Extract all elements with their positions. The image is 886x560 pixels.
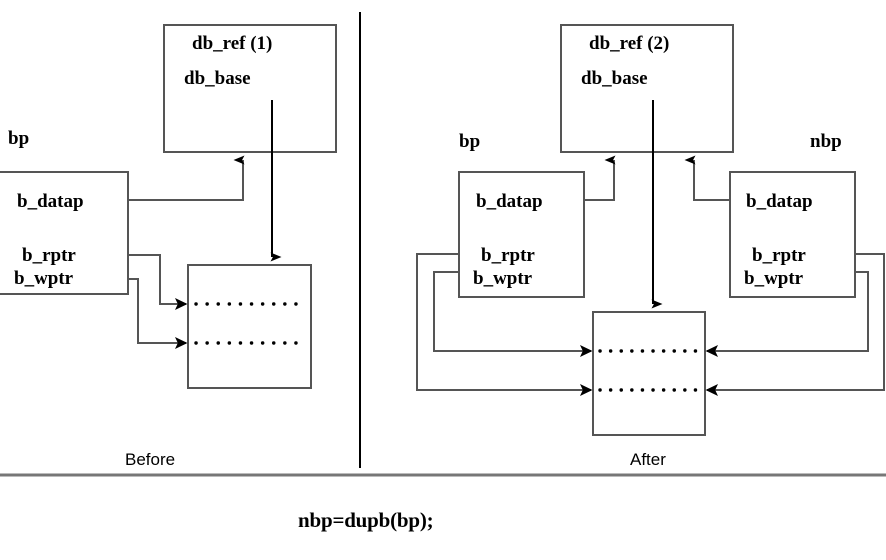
after-bp-box: [458, 171, 585, 298]
after-nbp-datap-connector: [684, 155, 730, 201]
after-bp-wptr-connector: [433, 271, 593, 357]
after-bp-datap-connector: [584, 155, 616, 201]
before-datap-connector: [128, 155, 245, 201]
before-bp-wptr-label: b_wptr: [14, 268, 74, 289]
before-buffer-box: [187, 264, 312, 389]
after-bp-rptr-label: b_rptr: [481, 245, 535, 266]
before-rptr-connector: [128, 254, 188, 310]
before-bp-box: [0, 171, 129, 295]
after-dbref-line2: db_base: [581, 68, 648, 89]
figure-caption: nbp=dupb(bp);: [298, 508, 434, 532]
before-bp-rptr-label: b_rptr: [22, 245, 76, 266]
after-buffer-box: [592, 311, 706, 436]
after-nbp-wptr-label: b_wptr: [744, 268, 804, 289]
after-panel-caption: After: [630, 450, 666, 469]
after-nbp-box: [729, 171, 856, 298]
before-bp-var-label: bp: [8, 128, 30, 149]
before-dbref-box: [163, 24, 337, 153]
after-bp-var-label: bp: [459, 131, 481, 152]
after-bp-rptr-connector: [416, 253, 593, 396]
after-dbref-box: [560, 24, 734, 153]
after-bp-wptr-label: b_wptr: [473, 268, 533, 289]
after-nbp-rptr-connector: [705, 253, 885, 396]
after-nbp-wptr-connector: [705, 271, 869, 357]
after-nbp-datap-label: b_datap: [746, 191, 813, 212]
after-nbp-var-label: nbp: [810, 131, 842, 152]
after-nbp-rptr-label: b_rptr: [752, 245, 806, 266]
before-wptr-connector: [128, 278, 188, 349]
after-dbref-line1: db_ref (2): [589, 33, 670, 54]
before-dbref-line2: db_base: [184, 68, 251, 89]
before-dbref-line1: db_ref (1): [192, 33, 273, 54]
after-bp-datap-label: b_datap: [476, 191, 543, 212]
before-panel-caption: Before: [125, 450, 176, 469]
before-bp-datap-label: b_datap: [17, 191, 84, 212]
